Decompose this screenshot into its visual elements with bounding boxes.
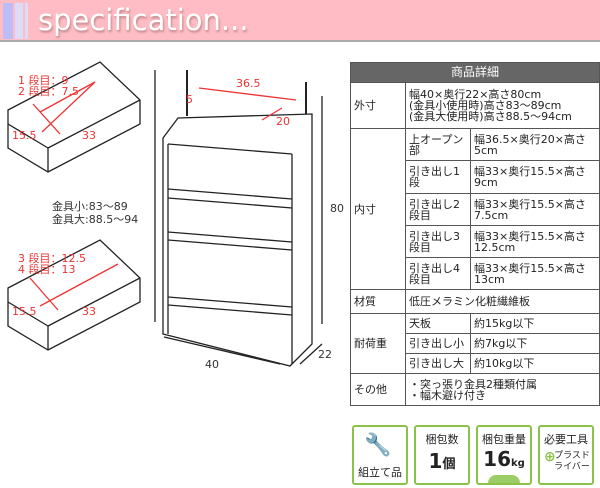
decor-bar	[15, 3, 23, 39]
fitting-small: 金具小:83〜89	[52, 200, 128, 213]
drawer-top-label-2: 2 段目：7.5	[18, 85, 79, 98]
package-box-icon: 1個	[416, 449, 468, 473]
drawer-bottom-label-1: 3 段目：12.5	[18, 252, 86, 265]
outer-line: 幅40×奥行22×高さ80cm	[409, 88, 542, 101]
cabinet-height: 80	[330, 202, 344, 215]
load-name: 引き出し小	[405, 333, 471, 354]
cabinet-top-depth: 20	[276, 115, 290, 128]
material-label: 材質	[350, 289, 406, 314]
required-tools-icon: 必要工具 ⊕ プラスドライバー	[538, 425, 594, 485]
drawer-top-depth: 15.5	[12, 129, 37, 142]
inner-name: 引き出し1段	[405, 160, 471, 194]
decor-bar	[25, 3, 28, 39]
package-weight-label: 梱包重量	[482, 433, 526, 446]
scale-icon: 16kg	[478, 447, 530, 471]
inner-name: 引き出し3段目	[405, 225, 471, 258]
drawer-bottom-width: 33	[82, 305, 96, 318]
package-count-icon: 梱包数 1個	[414, 425, 470, 485]
load-value: 約7kg以下	[470, 333, 600, 354]
inner-label: 内寸	[350, 128, 406, 290]
other-value: ・突っ張り金具2種類付属・幅木避け付き	[405, 373, 600, 406]
fitting-large: 金具大:88.5〜94	[52, 213, 139, 226]
package-weight-unit: kg	[511, 458, 525, 469]
required-tools-label: 必要工具	[544, 433, 588, 446]
screwdriver-plus-icon: ⊕	[544, 449, 556, 465]
load-name: 引き出し大	[405, 353, 471, 374]
package-weight-value: 16	[483, 447, 512, 471]
inner-value: 幅33×奥行15.5×高さ12.5cm	[470, 225, 600, 258]
load-label: 耐荷重	[350, 313, 406, 374]
assembly-icon: 🔧 組立て品	[352, 425, 408, 485]
inner-value: 幅36.5×奥行20×高さ5cm	[470, 128, 600, 161]
spec-table: 商品詳細 外寸 幅40×奥行22×高さ80cm(金具小使用時)高さ83〜89cm…	[350, 62, 600, 406]
drawer-bottom-depth: 15.5	[12, 305, 37, 318]
package-count-value: 1	[428, 449, 443, 473]
cabinet-width: 40	[205, 358, 219, 371]
drawer-top-label-1: 1 段目：9	[18, 74, 69, 87]
drawer-bottom-drawing	[7, 239, 141, 351]
required-tools-value: プラスドライバー	[554, 451, 590, 472]
header-banner: specification...	[0, 0, 600, 42]
cabinet-top-width: 36.5	[236, 77, 261, 90]
other-line: ・突っ張り金具2種類付属	[409, 377, 537, 391]
tools-icon: 🔧	[364, 433, 392, 458]
material-value: 低圧メラミン化粧繊維板	[405, 289, 600, 314]
inner-value: 幅33×奥行15.5×高さ13cm	[470, 257, 600, 290]
drawer-top-width: 33	[82, 129, 96, 142]
other-line: ・幅木避け付き	[409, 388, 486, 402]
info-icons: 🔧 組立て品 梱包数 1個 梱包重量 16kg 必要工具 ⊕ プラスドライバー	[352, 425, 594, 485]
drawer-bottom-label-2: 4 段目：13	[18, 263, 76, 276]
drawer-top-drawing	[7, 61, 141, 173]
outer-line: (金具小使用時)高さ83〜89cm	[409, 99, 562, 112]
load-name: 天板	[405, 313, 471, 334]
inner-value: 幅33×奥行15.5×高さ9cm	[470, 160, 600, 194]
inner-name: 引き出し4段目	[405, 257, 471, 290]
spec-table-title: 商品詳細	[350, 62, 600, 83]
decor-bar	[3, 3, 13, 39]
inner-name: 引き出し2段目	[405, 193, 471, 226]
assembly-label: 組立て品	[358, 466, 402, 479]
package-weight-icon: 梱包重量 16kg	[476, 425, 532, 485]
other-label: その他	[350, 373, 406, 406]
package-count-label: 梱包数	[425, 433, 459, 446]
load-value: 約15kg以下	[470, 313, 600, 334]
cabinet-depth: 22	[318, 348, 332, 361]
page-title: specification...	[38, 3, 249, 37]
inner-name: 上オープン部	[405, 128, 471, 161]
outer-line: (金具大使用時)高さ88.5〜94cm	[409, 110, 572, 123]
cabinet-top-height: 5	[186, 93, 193, 106]
outer-value: 幅40×奥行22×高さ80cm(金具小使用時)高さ83〜89cm(金具大使用時)…	[405, 82, 600, 129]
package-count-unit: 個	[442, 457, 456, 472]
scale-base	[488, 475, 520, 483]
load-value: 約10kg以下	[470, 353, 600, 374]
dimension-diagram	[7, 61, 323, 367]
outer-label: 外寸	[350, 82, 406, 129]
cabinet-drawing	[154, 70, 323, 367]
inner-value: 幅33×奥行15.5×高さ7.5cm	[470, 193, 600, 226]
